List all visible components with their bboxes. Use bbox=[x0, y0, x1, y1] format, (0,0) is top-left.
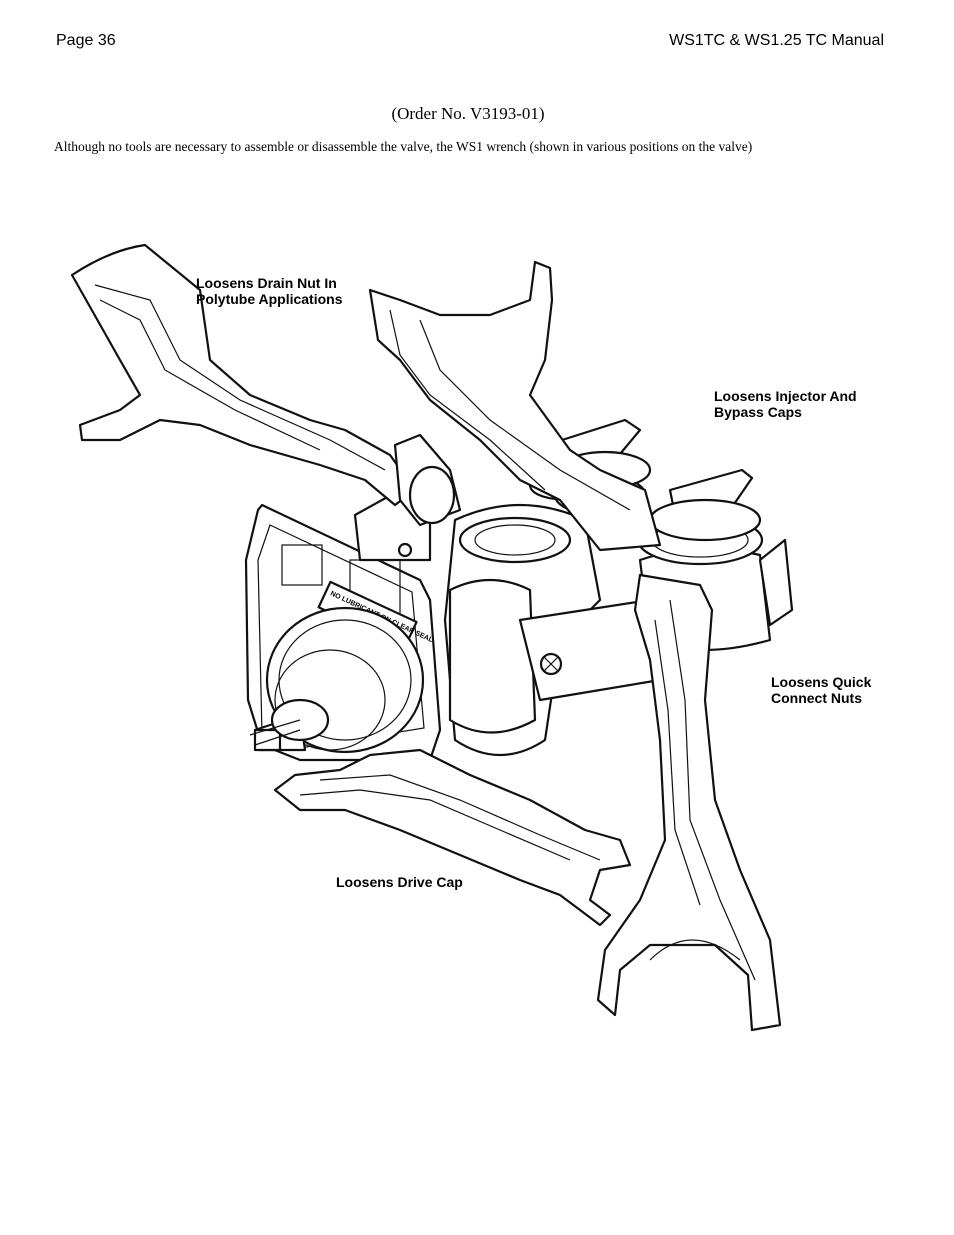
wrench-quick-connect bbox=[596, 573, 782, 1032]
callout-injector-bypass-caps: Loosens Injector And Bypass Caps bbox=[714, 388, 857, 420]
callout-drive-cap: Loosens Drive Cap bbox=[336, 874, 463, 890]
intro-text: Although no tools are necessary to assem… bbox=[54, 139, 753, 154]
callout-quick-connect-nuts: Loosens Quick Connect Nuts bbox=[771, 674, 872, 706]
order-number: (Order No. V3193-01) bbox=[391, 104, 545, 123]
page-number: Page 36 bbox=[56, 32, 116, 49]
wrench-injector-caps bbox=[368, 260, 662, 552]
wrench-drive-cap bbox=[249, 698, 632, 927]
callout-drain-nut: Loosens Drain Nut In Polytube Applicatio… bbox=[196, 275, 343, 307]
manual-title: WS1TC & WS1.25 TC Manual bbox=[669, 32, 884, 49]
wrench-drain-nut bbox=[70, 243, 462, 527]
